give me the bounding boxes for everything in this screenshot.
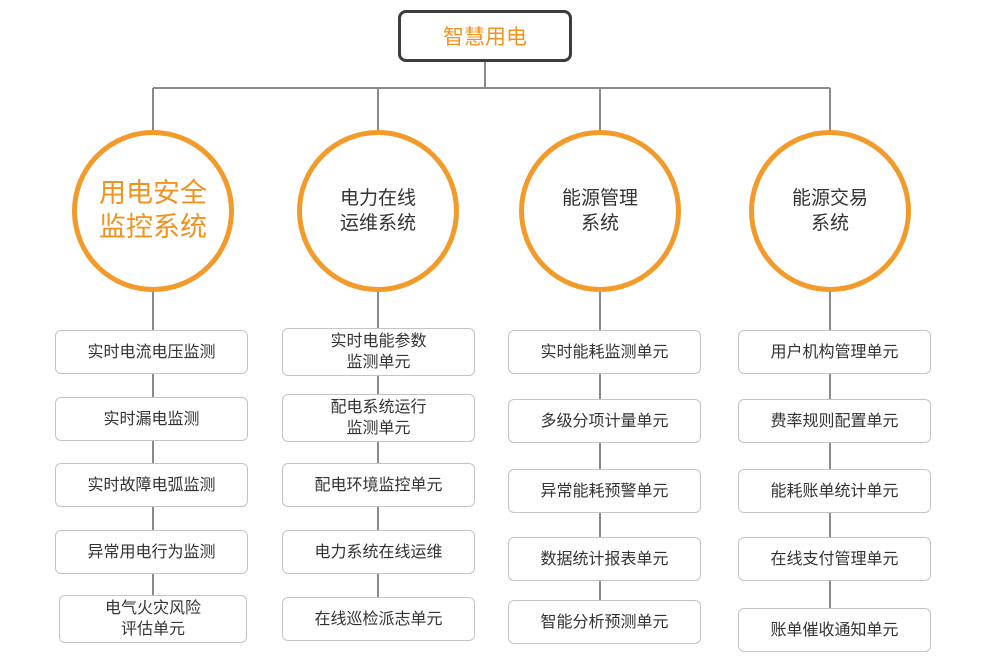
unit-box: 电力系统在线运维 [282, 530, 475, 574]
system-label: 电力在线 运维系统 [339, 187, 416, 234]
system-node-operations: 电力在线 运维系统 [297, 130, 459, 292]
system-node-energy-trading: 能源交易 系统 [749, 130, 911, 292]
unit-box: 配电系统运行 监测单元 [282, 394, 475, 442]
system-node-energy-management: 能源管理 系统 [519, 130, 681, 292]
unit-box: 实时故障电弧监测 [55, 463, 248, 507]
unit-box: 多级分项计量单元 [508, 399, 701, 443]
unit-box: 异常能耗预警单元 [508, 469, 701, 513]
unit-box: 配电环境监控单元 [282, 463, 475, 507]
root-label: 智慧用电 [443, 25, 527, 49]
system-node-safety: 用电安全 监控系统 [72, 130, 234, 292]
unit-box: 电气火灾风险 评估单元 [59, 595, 247, 643]
unit-box: 智能分析预测单元 [508, 600, 701, 644]
unit-box: 在线支付管理单元 [738, 537, 931, 581]
system-label: 能源交易 系统 [791, 187, 868, 234]
unit-box: 实时漏电监测 [55, 397, 248, 441]
unit-box: 实时电流电压监测 [55, 330, 248, 374]
unit-box: 账单催收通知单元 [738, 608, 931, 652]
unit-box: 异常用电行为监测 [55, 530, 248, 574]
unit-box: 费率规则配置单元 [738, 399, 931, 443]
unit-box: 实时能耗监测单元 [508, 330, 701, 374]
unit-box: 实时电能参数 监测单元 [282, 328, 475, 376]
system-label: 能源管理 系统 [561, 187, 638, 234]
unit-box: 用户机构管理单元 [738, 330, 931, 374]
system-label: 用电安全 监控系统 [99, 178, 207, 243]
unit-box: 能耗账单统计单元 [738, 469, 931, 513]
root-node: 智慧用电 [398, 10, 572, 62]
unit-box: 在线巡检派志单元 [282, 597, 475, 641]
unit-box: 数据统计报表单元 [508, 537, 701, 581]
